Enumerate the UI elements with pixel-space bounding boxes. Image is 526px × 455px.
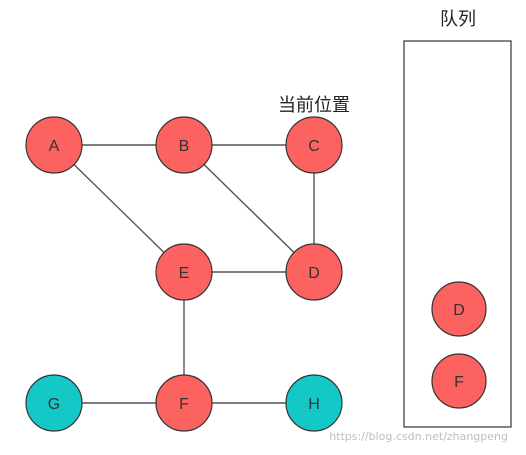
node-h: H — [285, 374, 343, 432]
node-label-d: D — [308, 265, 320, 282]
edge-b-d — [183, 144, 315, 273]
queue-item-f: F — [431, 353, 487, 409]
node-circle-d — [285, 243, 343, 301]
node-e: E — [155, 243, 213, 301]
node-b: B — [155, 116, 213, 174]
node-label-h: H — [308, 396, 320, 413]
queue-item-circle — [431, 353, 487, 409]
node-label-f: F — [179, 396, 189, 413]
queue-item-label: D — [453, 302, 465, 319]
queue-item-circle — [431, 281, 487, 337]
node-label-c: C — [308, 138, 320, 155]
node-circle-g — [25, 374, 83, 432]
node-circle-a — [25, 116, 83, 174]
queue-item-label: F — [454, 374, 464, 391]
queue-title: 队列 — [440, 9, 476, 30]
node-label-b: B — [179, 138, 190, 155]
node-label-e: E — [179, 265, 190, 282]
node-d: D — [285, 243, 343, 301]
node-circle-e — [155, 243, 213, 301]
queue-panel: 队列 DF — [403, 9, 512, 428]
watermark-text: https://blog.csdn.net/zhangpeng — [329, 430, 508, 443]
node-a: A — [25, 116, 83, 174]
node-label-a: A — [49, 138, 60, 155]
queue-items: DF — [431, 281, 487, 409]
queue-item-d: D — [431, 281, 487, 337]
node-circle-h — [285, 374, 343, 432]
node-c: C — [285, 116, 343, 174]
node-circle-f — [155, 374, 213, 432]
node-g: G — [25, 374, 83, 432]
node-circle-b — [155, 116, 213, 174]
nodes-layer: A B C D E F G H — [25, 116, 343, 432]
edge-a-e — [53, 144, 185, 273]
current-position-label: 当前位置 — [278, 95, 350, 116]
node-label-g: G — [48, 396, 60, 413]
node-f: F — [155, 374, 213, 432]
node-circle-c — [285, 116, 343, 174]
